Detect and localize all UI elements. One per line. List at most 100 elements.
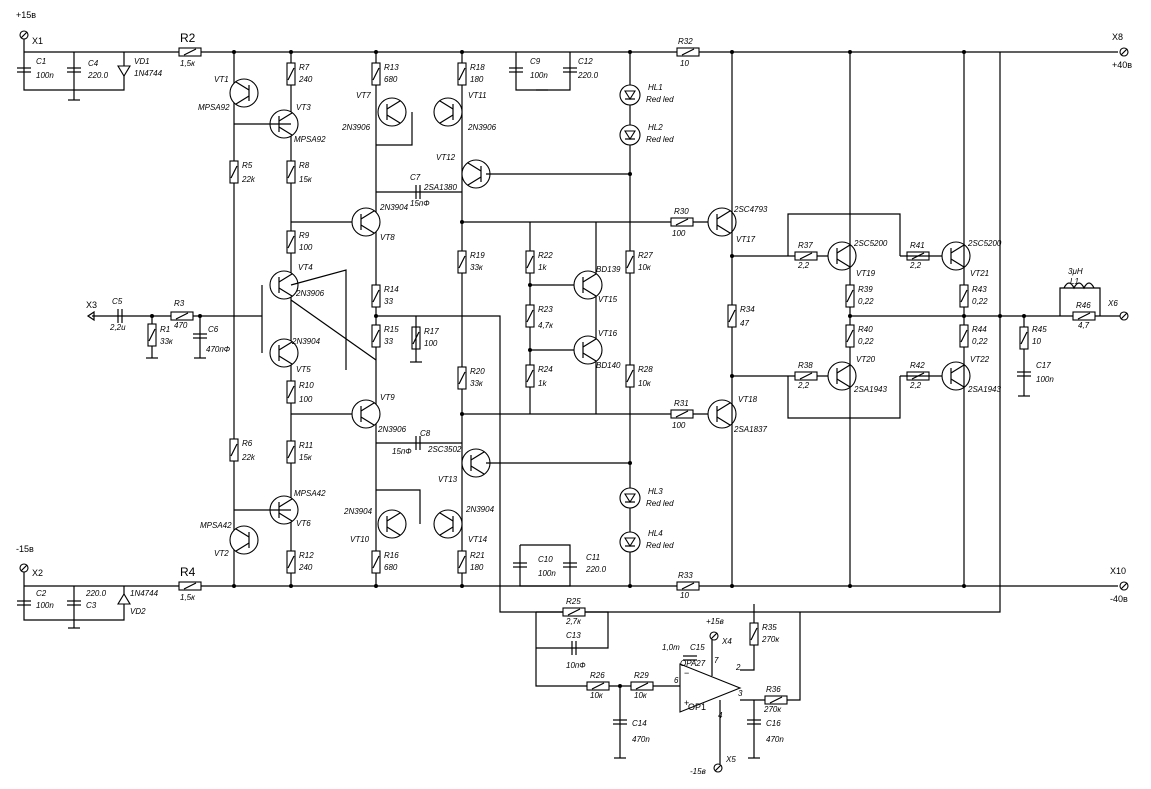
label-r37: R37 [798, 241, 813, 250]
value-vt3: MPSA92 [294, 135, 326, 144]
value-hl1: Red led [646, 95, 674, 104]
led-hl1 [619, 84, 641, 106]
opamp-pin2: 2 [735, 663, 741, 672]
value-hl2: Red led [646, 135, 674, 144]
terminal-x5 [713, 763, 723, 773]
resistor-r15 [371, 324, 381, 348]
resistor-r20 [457, 366, 467, 390]
resistor-r37 [794, 251, 818, 261]
resistor-r43 [959, 284, 969, 308]
value-c12: 220.0 [585, 565, 607, 574]
label-r33: R33 [678, 571, 693, 580]
value-r29: 10к [634, 691, 648, 700]
terminal-x4 [709, 631, 719, 641]
value-c8: 15пФ [392, 447, 412, 456]
value-vt15: BD139 [596, 265, 621, 274]
label-r13: R13 [384, 63, 399, 72]
label-r17: R17 [424, 327, 439, 336]
value-r27: 10к [638, 263, 652, 272]
value-r4: 1,5к [180, 593, 196, 602]
resistor-r39 [845, 284, 855, 308]
label-vt11: VT11 [468, 91, 487, 100]
resistor-r22 [525, 250, 535, 274]
label-vt8: VT8 [380, 233, 395, 242]
value-r25: 2,7к [565, 617, 582, 626]
value-c3: 220.0 [85, 589, 107, 598]
transistor-vt11 [433, 97, 463, 127]
label-r8: R8 [299, 161, 310, 170]
rail-positive [23, 51, 1118, 91]
inductor-l1 [1063, 282, 1095, 290]
value-c15: 1,0m [662, 643, 680, 652]
label-vt20: VT20 [856, 355, 876, 364]
resistor-r27 [625, 250, 635, 274]
label-r11: R11 [299, 441, 313, 450]
resistor-r11 [286, 440, 296, 464]
label-r18: R18 [470, 63, 485, 72]
label-op-pos: +15в [706, 617, 724, 626]
label-vt4: VT4 [298, 263, 313, 272]
value-r7: 240 [298, 75, 313, 84]
label-vt5: VT5 [296, 365, 311, 374]
opamp-plus: + [684, 698, 689, 708]
value-r22: 1k [538, 263, 547, 272]
value-vt8: 2N3904 [379, 203, 409, 212]
value-c16: 470n [766, 735, 784, 744]
value-r38: 2,2 [797, 381, 810, 390]
label-r10: R10 [299, 381, 314, 390]
label-r39: R39 [858, 285, 873, 294]
value-op1: OPA27 [680, 659, 706, 668]
opamp-minus: − [684, 668, 689, 678]
value-vt2: MPSA42 [200, 521, 232, 530]
value-r26: 10к [590, 691, 604, 700]
value-r44: 0,22 [972, 337, 988, 346]
label-c13: C13 [566, 631, 581, 640]
label-vt1: VT1 [214, 75, 229, 84]
label-r5: R5 [242, 161, 253, 170]
label-vt16: VT16 [598, 329, 618, 338]
resistor-r40 [845, 324, 855, 348]
label-c11: C12 [578, 57, 593, 66]
label-c8: C8 [420, 429, 431, 438]
label-vt15: VT15 [598, 295, 618, 304]
value-r12: 240 [298, 563, 313, 572]
resistor-r9 [286, 230, 296, 254]
resistor-r4 [178, 581, 202, 591]
value-vd2: 1N4744 [130, 589, 159, 598]
opamp-pin6: 6 [674, 676, 679, 685]
label-c1: C1 [36, 57, 46, 66]
resistor-r21 [457, 550, 467, 574]
transistor-vt13 [461, 448, 491, 478]
label-vd1: VD1 [134, 57, 150, 66]
value-vt18: 2SA1837 [733, 425, 767, 434]
value-r24: 1k [538, 379, 547, 388]
value-r35: 270к [761, 635, 780, 644]
transistor-vt7 [377, 97, 407, 127]
value-r2: 1,5к [180, 59, 196, 68]
value-r41: 2,2 [909, 261, 922, 270]
label-r25: R25 [566, 597, 581, 606]
label-x8: X8 [1112, 32, 1123, 42]
value-r11: 15к [299, 453, 313, 462]
value-r23: 4,7к [538, 321, 554, 330]
resistor-r28 [625, 364, 635, 388]
resistor-r45 [1019, 326, 1029, 350]
value-c13: 10пФ [566, 661, 586, 670]
transistor-vt4 [269, 270, 299, 300]
value-vt13: 2SC3502 [427, 445, 462, 454]
transistor-vt21 [941, 241, 971, 271]
label-c17: C17 [1036, 361, 1051, 370]
label-r7: R7 [299, 63, 310, 72]
input-arrow [86, 310, 95, 322]
label-vd2: VD2 [130, 607, 146, 616]
value-vt5: 2N3904 [291, 337, 321, 346]
value-vt1: MPSA92 [198, 103, 230, 112]
label-hl4: HL4 [648, 529, 663, 538]
resistor-r26 [586, 681, 610, 691]
value-r31: 100 [672, 421, 686, 430]
resistor-r25 [562, 607, 586, 617]
label-vt21: VT21 [970, 269, 989, 278]
value-r8: 15к [299, 175, 313, 184]
label-r1: R1 [160, 325, 170, 334]
